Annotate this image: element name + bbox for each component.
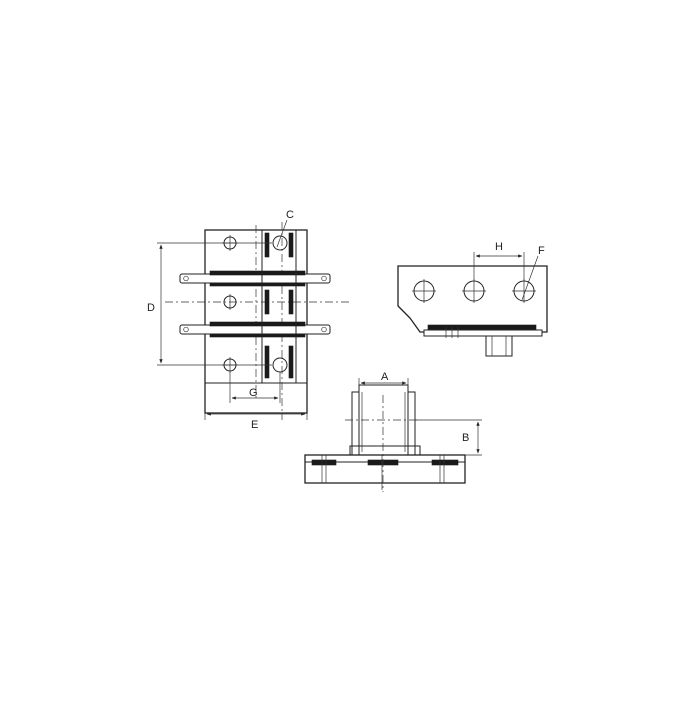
- left-column-holes: [222, 235, 238, 373]
- side-view: H F: [397, 241, 548, 357]
- top-view-base-plate: [304, 454, 466, 484]
- dimension-label-c: C: [286, 209, 294, 221]
- top-view: A B: [304, 371, 482, 492]
- leader-f: F: [521, 245, 545, 301]
- top-view-upright: [349, 384, 421, 456]
- dimension-label-g: G: [249, 387, 258, 399]
- leader-c: C: [276, 209, 294, 248]
- dimension-label-e: E: [251, 419, 258, 431]
- side-view-holes: [412, 279, 536, 303]
- dimension-label-b: B: [462, 432, 469, 444]
- side-view-body: [397, 265, 548, 333]
- right-column-holes: [272, 235, 288, 373]
- dimension-h: H: [473, 241, 525, 281]
- dimension-label-f: F: [538, 245, 545, 257]
- dimension-a: A: [358, 371, 409, 385]
- side-view-base-plate: [423, 324, 543, 338]
- dimension-d: D: [147, 242, 272, 366]
- dimension-g: G: [229, 372, 281, 403]
- dimension-b: B: [415, 419, 482, 456]
- dimension-label-a: A: [381, 371, 389, 383]
- chain-link-bars: [261, 230, 297, 383]
- top-view-link-plates: [311, 455, 459, 490]
- side-view-pin: [485, 335, 513, 357]
- lower-clip-plate: [179, 321, 331, 338]
- front-view: D G E C: [147, 209, 350, 431]
- dimension-label-d: D: [147, 302, 155, 314]
- dimension-label-h: H: [495, 241, 503, 253]
- dimension-e: E: [204, 412, 308, 431]
- upper-clip-plate: [179, 270, 331, 287]
